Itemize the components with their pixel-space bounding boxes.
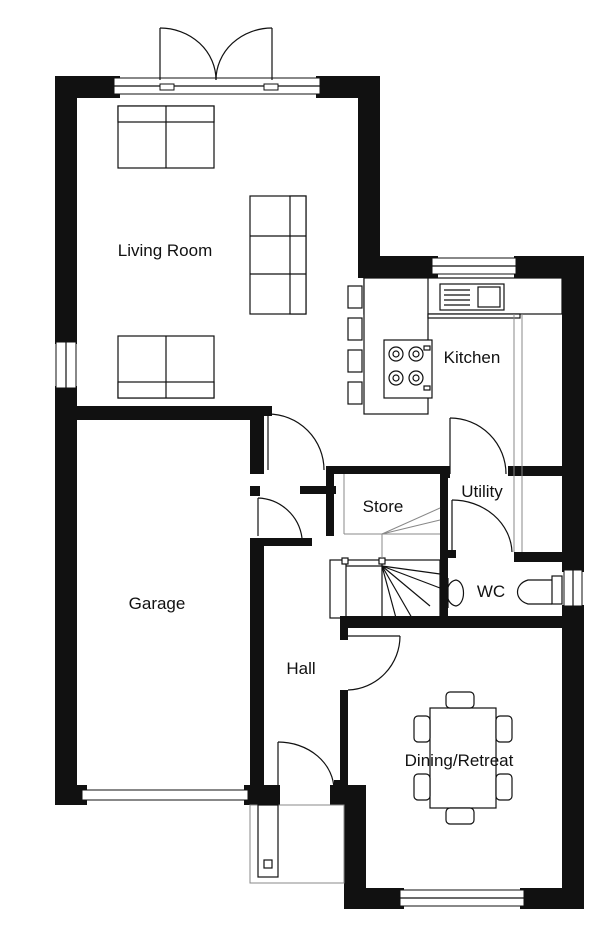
label-kitchen: Kitchen bbox=[444, 348, 501, 367]
label-garage: Garage bbox=[129, 594, 186, 613]
kitchen-fittings bbox=[347, 277, 563, 552]
exterior-walls bbox=[55, 76, 584, 909]
wc-fittings bbox=[446, 575, 563, 608]
room-labels: Living Room Kitchen Store Utility Garage… bbox=[118, 241, 514, 770]
entrance-porch bbox=[249, 804, 345, 884]
label-dining-retreat: Dining/Retreat bbox=[405, 751, 514, 770]
windows bbox=[55, 77, 583, 907]
label-hall: Hall bbox=[286, 659, 315, 678]
label-living-room: Living Room bbox=[118, 241, 213, 260]
french-doors bbox=[159, 27, 273, 81]
staircase bbox=[329, 474, 441, 619]
doors bbox=[257, 413, 513, 791]
living-furniture bbox=[117, 105, 307, 399]
dining-table bbox=[413, 691, 513, 825]
label-store: Store bbox=[363, 497, 404, 516]
interior-walls bbox=[66, 406, 570, 800]
label-utility: Utility bbox=[461, 482, 503, 501]
label-wc: WC bbox=[477, 582, 505, 601]
